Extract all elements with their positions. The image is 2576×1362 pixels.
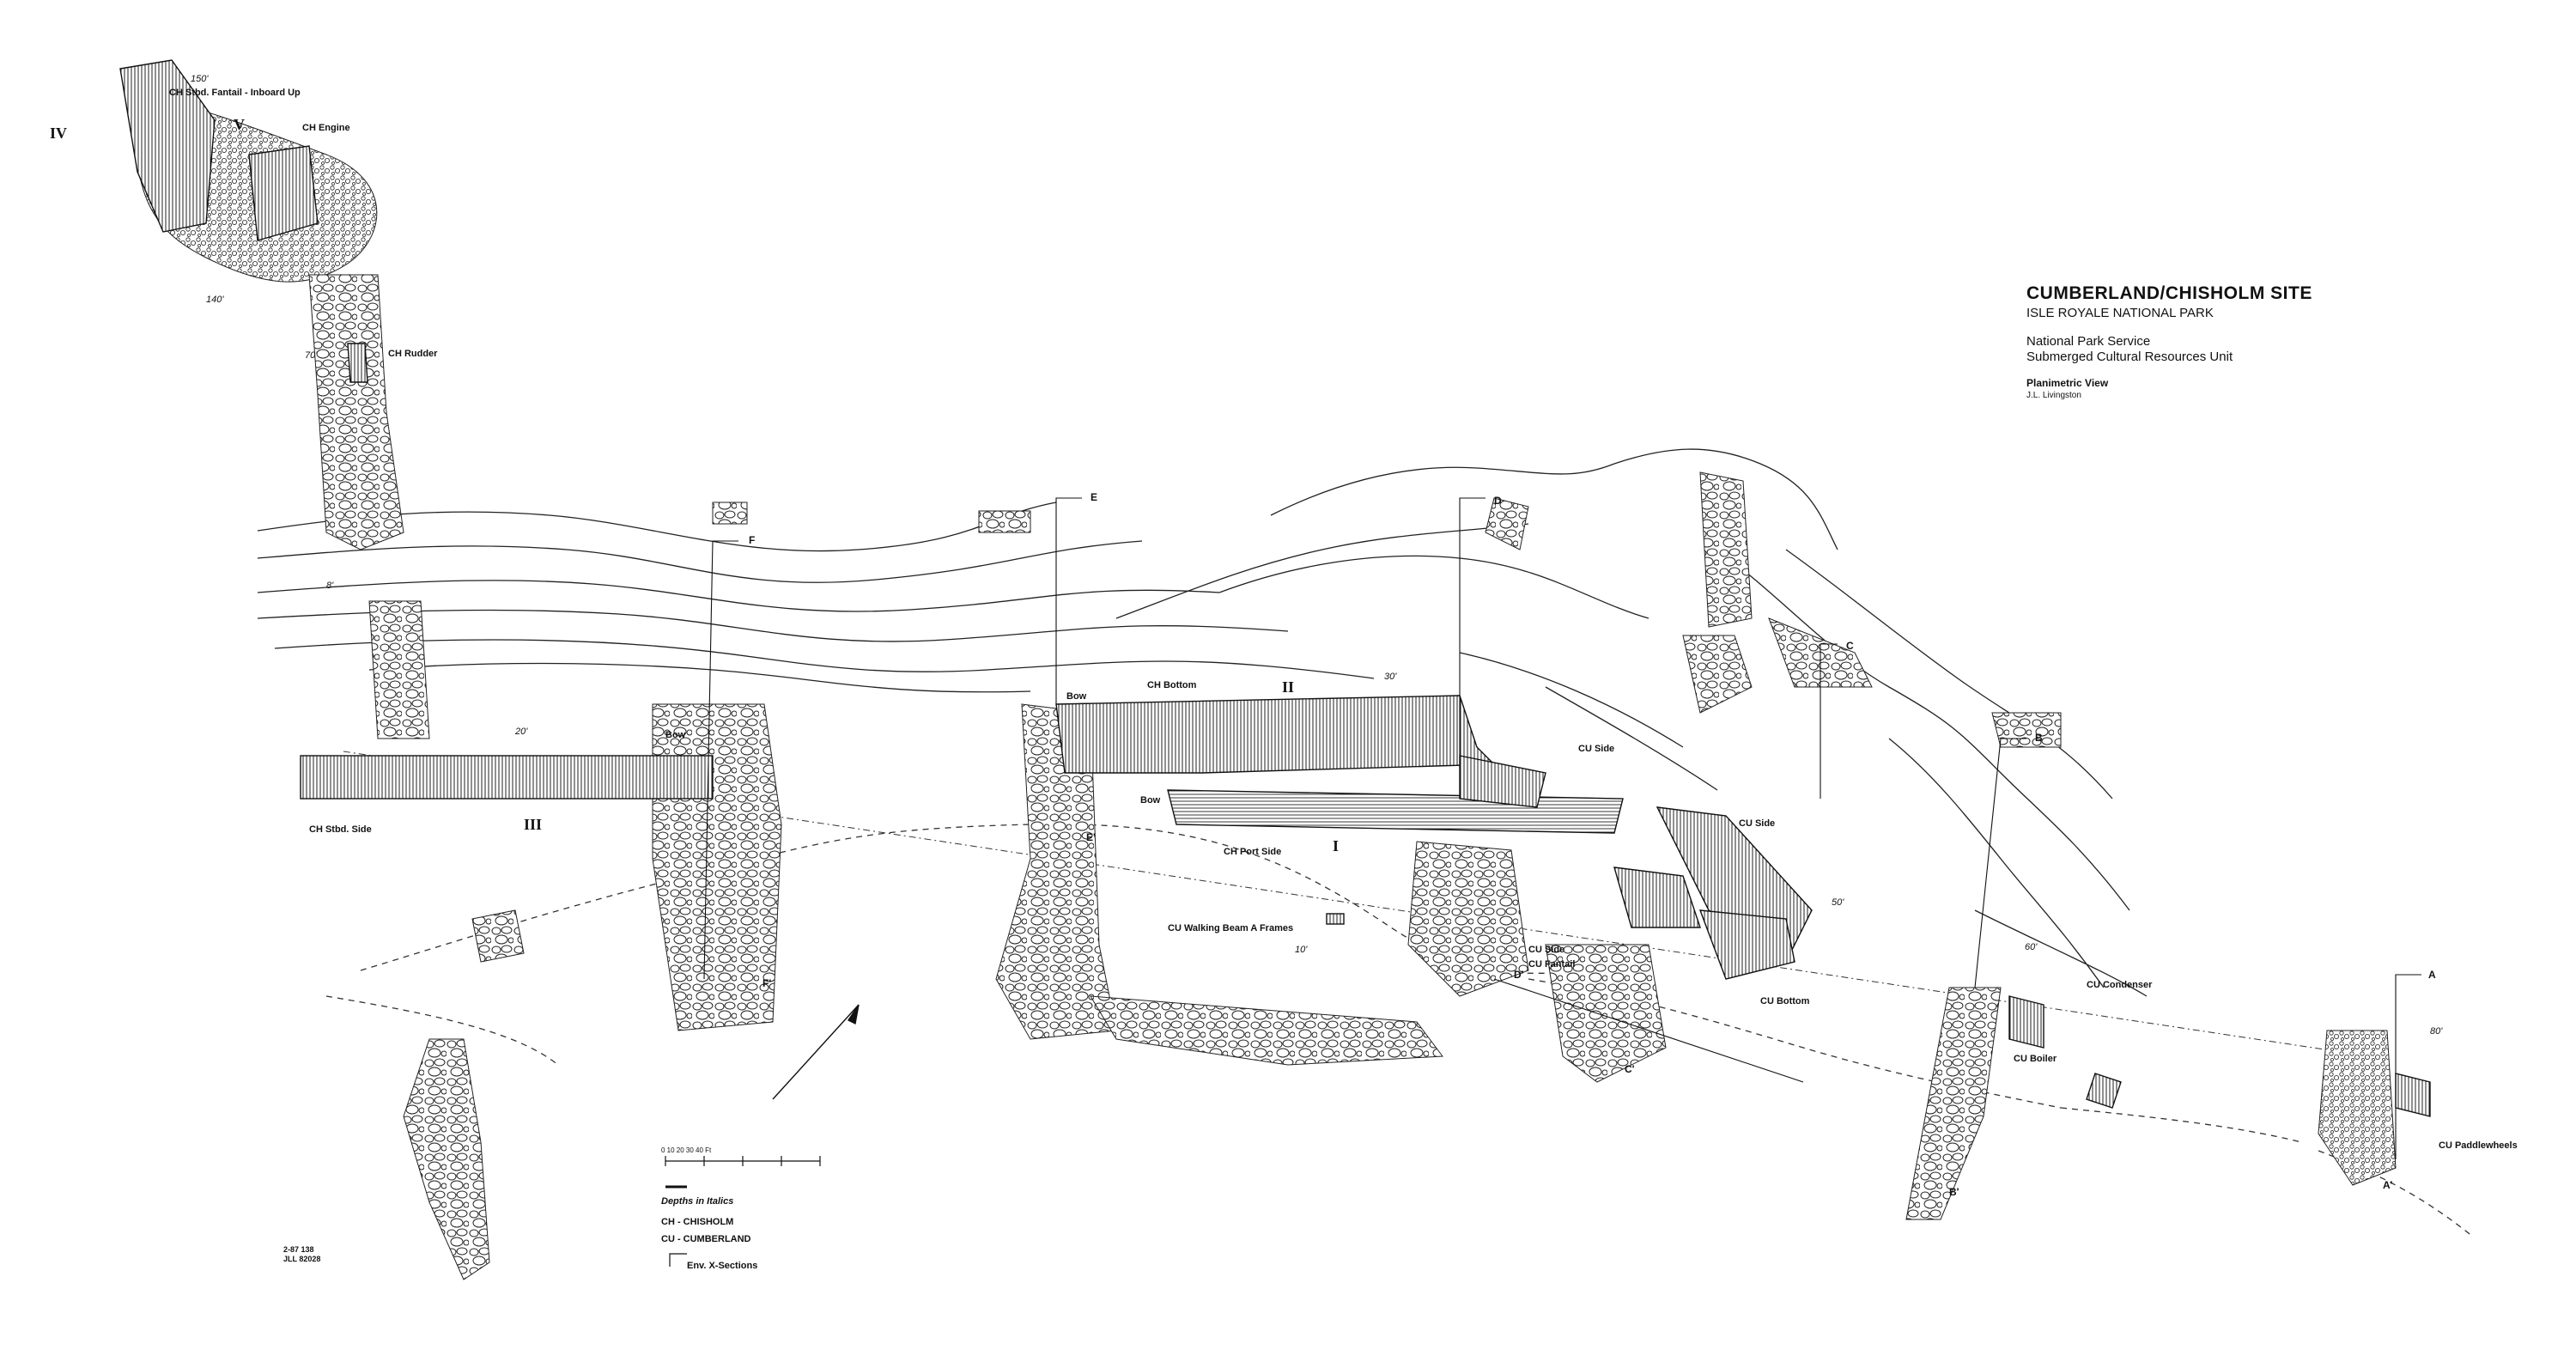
- unit-name: Submerged Cultural Resources Unit: [2026, 350, 2233, 364]
- author-name: J.L. Livingston: [2026, 391, 2081, 400]
- label-cu-side-1: CU Side: [1578, 744, 1615, 754]
- label-bow-lower: Bow: [1140, 795, 1161, 806]
- north-arrow: [772, 1004, 860, 1100]
- hull-sections: [119, 59, 2431, 1117]
- section-lines: [703, 497, 2421, 1159]
- label-cu-paddlewheels: CU Paddlewheels: [2439, 1140, 2518, 1151]
- depth-8: 8': [326, 581, 334, 591]
- ch-engine-hull: [248, 145, 319, 241]
- section-a-prime: A': [2383, 1179, 2393, 1191]
- label-cu-condenser: CU Condenser: [2087, 980, 2153, 990]
- label-cu-bottom: CU Bottom: [1760, 996, 1810, 1006]
- depth-20: 20': [515, 727, 528, 737]
- roman-iv: IV: [50, 125, 68, 142]
- depth-10: 10': [1295, 945, 1308, 955]
- ch-stbd-fantail-hull: [119, 59, 216, 233]
- legend-cu: CU - CUMBERLAND: [661, 1234, 751, 1244]
- section-f: F: [749, 534, 756, 546]
- section-a: A: [2428, 969, 2436, 981]
- rock-piles: [135, 94, 2397, 1280]
- section-d: D: [1494, 495, 1502, 507]
- depth-50: 50': [1832, 897, 1844, 908]
- legend-ch: CH - CHISHOLM: [661, 1217, 734, 1227]
- section-c: C: [1846, 640, 1854, 652]
- section-b: B: [2035, 732, 2043, 744]
- depth-60: 60': [2025, 942, 2038, 952]
- title-block: CUMBERLAND/CHISHOLM SITE ISLE ROYALE NAT…: [2026, 283, 2387, 400]
- view-name: Planimetric View: [2026, 377, 2109, 389]
- label-bow-left: Bow: [665, 730, 686, 740]
- depth-140: 140': [206, 295, 224, 305]
- map-subtitle: ISLE ROYALE NATIONAL PARK: [2026, 306, 2214, 320]
- drawing-stamp: 2-87 138 JLL 82028: [283, 1245, 320, 1264]
- label-ch-stbd-side: CH Stbd. Side: [309, 824, 372, 835]
- scale-bar: [665, 1156, 821, 1267]
- label-cu-side-2: CU Side: [1739, 818, 1776, 829]
- label-bow-center: Bow: [1066, 691, 1087, 702]
- ch-rudder-hull: [347, 343, 368, 383]
- legend-env-sections: Env. X-Sections: [687, 1261, 758, 1271]
- cu-boiler-hull: [2008, 995, 2044, 1049]
- map-title: CUMBERLAND/CHISHOLM SITE: [2026, 283, 2312, 303]
- depth-150: 150': [191, 74, 209, 84]
- roman-v: V: [234, 116, 245, 133]
- roman-i: I: [1333, 837, 1340, 854]
- scale-ticks: 0 10 20 30 40 Ft: [661, 1146, 712, 1154]
- label-ch-engine: CH Engine: [302, 123, 350, 133]
- cu-paddlewheel-hull-a: [2395, 1073, 2431, 1117]
- ch-stbd-side-hull: [300, 755, 714, 800]
- cu-bottom-hull: [1698, 909, 1795, 980]
- label-ch-port-side: CH Port Side: [1224, 847, 1282, 857]
- section-f-prime: F': [762, 977, 772, 989]
- depth-30: 30': [1384, 672, 1397, 682]
- section-c-prime: C': [1625, 1063, 1635, 1075]
- label-cu-side-3: CU Side: [1528, 945, 1565, 955]
- bottom-contours: [257, 448, 2148, 997]
- depth-80: 80': [2430, 1026, 2443, 1037]
- stamp-line-1: 2-87 138: [283, 1245, 314, 1254]
- cu-walking-beam-frames: [1326, 913, 1345, 925]
- label-ch-rudder: CH Rudder: [388, 349, 438, 359]
- roman-iii: III: [524, 816, 543, 833]
- label-ch-bottom: CH Bottom: [1147, 680, 1197, 690]
- cu-paddlewheel-hull-b: [2086, 1073, 2122, 1109]
- section-d-prime: D': [1514, 969, 1524, 981]
- depth-70: 70': [305, 350, 318, 361]
- ch-port-side-hull: [1167, 789, 1624, 834]
- cu-fantail-hull: [1613, 866, 1701, 928]
- ch-bottom-hull: [1055, 695, 1496, 774]
- roman-ii: II: [1282, 678, 1295, 696]
- section-e: E: [1091, 491, 1098, 503]
- legend-depths-note: Depths in Italics: [661, 1196, 734, 1207]
- cu-side-hull-a: [1459, 755, 1546, 808]
- section-e-prime: E': [1086, 831, 1096, 843]
- label-cu-fantail: CU Fantail: [1528, 959, 1576, 970]
- section-b-prime: B': [1949, 1186, 1959, 1198]
- label-cu-walking-beam: CU Walking Beam A Frames: [1168, 923, 1294, 933]
- stamp-line-2: JLL 82028: [283, 1255, 321, 1263]
- agency-name: National Park Service: [2026, 334, 2151, 349]
- label-cu-boiler: CU Boiler: [2014, 1054, 2057, 1064]
- label-ch-stbd-fantail: CH Stbd. Fantail - Inboard Up: [169, 88, 301, 98]
